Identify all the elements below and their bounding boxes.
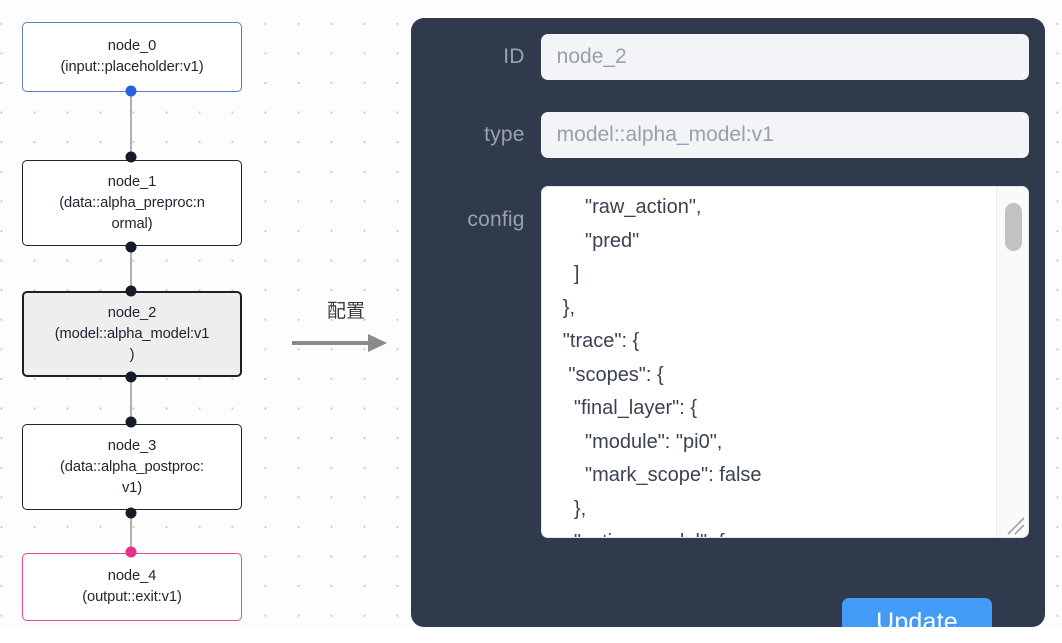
node-id-label: node_1 (107, 173, 157, 190)
node-type-label: (input::placeholder:v1) (60, 59, 204, 75)
node-handle-node_4-target[interactable] (125, 546, 137, 558)
node-type-label: (data::alpha_preproc:n (59, 194, 205, 211)
node-id-label: node_3 (107, 437, 157, 454)
graph-node-node_1[interactable]: node_1 (data::alpha_preproc:n ormal) (22, 160, 242, 246)
node-type-label-cont: ormal) (111, 215, 153, 232)
node-id-label: node_2 (107, 304, 157, 321)
node-type-label-cont: ) (129, 346, 135, 363)
field-row-type: type (429, 112, 1029, 158)
edge-node3-node4 (130, 513, 132, 552)
graph-canvas[interactable]: node_0 (input::placeholder:v1) node_1 (d… (0, 0, 1062, 627)
field-row-id: ID (429, 34, 1029, 80)
config-scrollbar-thumb[interactable] (1005, 203, 1022, 251)
node-handle-node_0-source[interactable] (125, 85, 137, 97)
field-row-config: config "raw_action", "pred" ] }, "trace"… (429, 186, 1029, 538)
node-handle-node_1-target[interactable] (125, 151, 137, 163)
node-type-label: (model::alpha_model:v1 (54, 325, 210, 342)
update-button[interactable]: Update (842, 598, 992, 627)
config-textarea[interactable]: "raw_action", "pred" ] }, "trace": { "sc… (541, 187, 997, 537)
edge-node1-node2 (130, 246, 132, 294)
graph-node-node_4[interactable]: node_4 (output::exit:v1) (22, 553, 242, 621)
id-field-label: ID (503, 45, 525, 68)
node-handle-node_1-source[interactable] (125, 241, 137, 253)
config-panel: ID type config "raw_action", "pred" ] },… (411, 18, 1045, 627)
type-input[interactable] (540, 112, 1029, 158)
node-handle-node_2-source[interactable] (125, 371, 137, 383)
node-type-label: (output::exit:v1) (82, 589, 182, 605)
type-field-label: type (484, 123, 525, 146)
edge-node2-node3 (130, 377, 132, 420)
config-field-label: config (467, 208, 525, 231)
node-type-label: (data::alpha_postproc: (60, 458, 204, 475)
edge-node0-node1 (130, 89, 132, 161)
node-handle-node_3-target[interactable] (125, 416, 137, 428)
config-scrollbar-track[interactable] (996, 187, 1028, 537)
node-id-label: node_0 (107, 38, 157, 54)
resize-grip-icon[interactable] (1004, 514, 1026, 536)
config-textarea-wrapper: "raw_action", "pred" ] }, "trace": { "sc… (540, 186, 1029, 538)
node-handle-node_3-source[interactable] (125, 507, 137, 519)
graph-node-node_2[interactable]: node_2 (model::alpha_model:v1 ) (22, 291, 242, 377)
annotation-arrow-icon (292, 334, 387, 352)
node-id-label: node_4 (107, 568, 157, 584)
node-handle-node_2-target[interactable] (125, 285, 137, 297)
id-input[interactable] (540, 34, 1029, 80)
node-type-label-cont: v1) (121, 479, 143, 496)
annotation-group: 配置 (296, 300, 396, 322)
annotation-label: 配置 (326, 300, 365, 322)
graph-node-node_0[interactable]: node_0 (input::placeholder:v1) (22, 22, 242, 92)
canvas-bottom-strip (0, 627, 1062, 643)
graph-node-node_3[interactable]: node_3 (data::alpha_postproc: v1) (22, 424, 242, 510)
